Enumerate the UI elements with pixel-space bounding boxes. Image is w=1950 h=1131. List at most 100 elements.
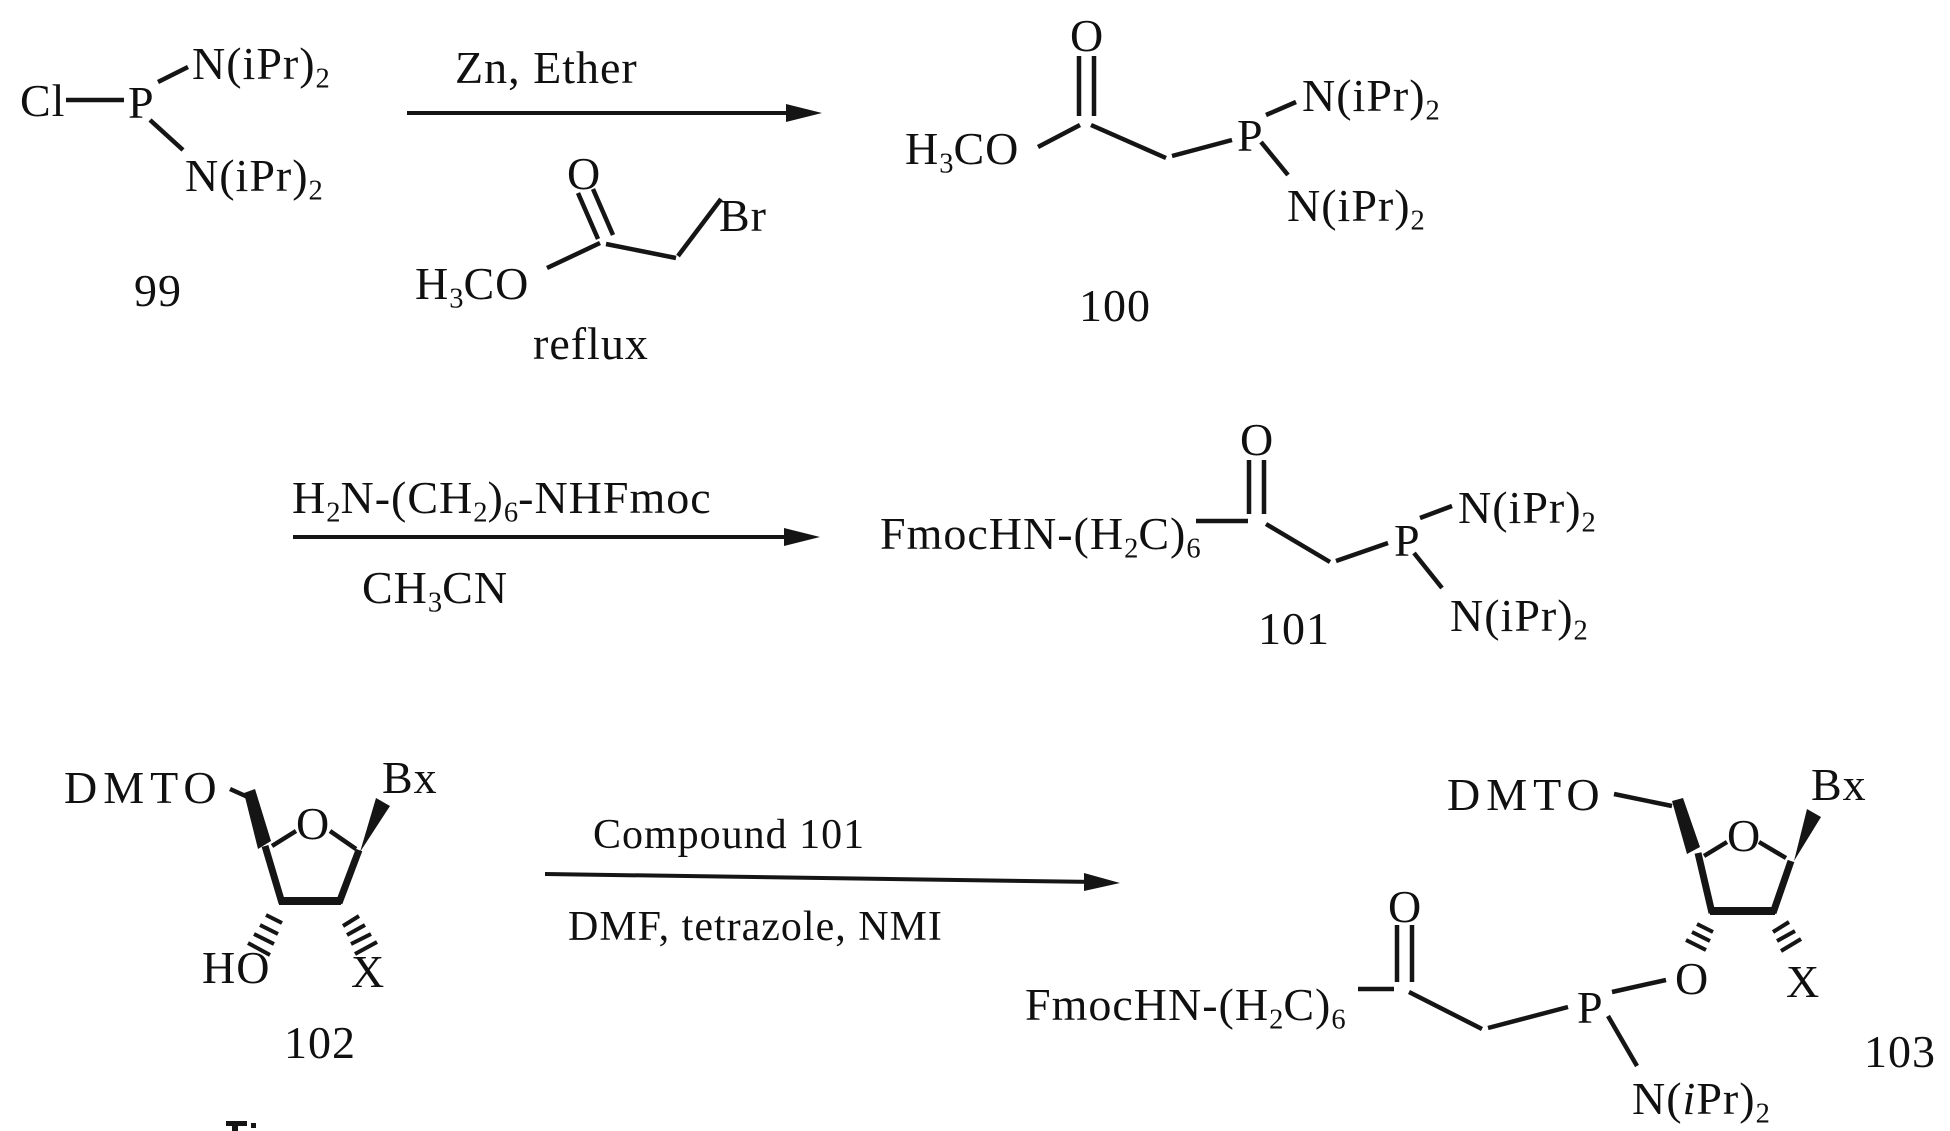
subscript-text: 6: [1331, 1004, 1346, 1036]
subscript-text: 2: [1581, 507, 1596, 539]
formula-text: H: [905, 123, 940, 174]
compound-number-103: 103: [1864, 1026, 1936, 1077]
atom-label-p-100: P: [1237, 110, 1264, 161]
solvent-below-arrow-step3: DMF, tetrazole, NMI: [568, 904, 943, 950]
step3-arrow: [544, 872, 1120, 891]
formula-text: N(iPr): [1302, 70, 1426, 121]
group-label-nipr2-lower-101: N(iPr)2: [1450, 593, 1588, 646]
formula-text: FmocHN-(H: [1025, 979, 1270, 1030]
chain-label-103: FmocHN-(H2C)6: [1025, 982, 1346, 1035]
atom-label-o-bromoacetate: O: [567, 148, 602, 199]
group-label-x-102: X: [351, 946, 386, 997]
reagent-above-arrow-step3: Compound 101: [593, 812, 866, 858]
group-label-nipr2-upper-101: N(iPr)2: [1458, 485, 1596, 538]
step2-arrowhead: [784, 528, 820, 546]
formula-text: FmocHN-(H: [880, 508, 1125, 559]
subscript-text: 6: [1186, 533, 1201, 565]
group-label-bx-102: Bx: [382, 752, 438, 803]
group-label-h3co-100: H3CO: [905, 126, 1019, 179]
subscript-text: 2: [1269, 1004, 1284, 1036]
atom-label-o-carbonyl-103: O: [1388, 881, 1423, 932]
group-label-x-103: X: [1786, 956, 1821, 1007]
atom-label-cl-99: Cl: [20, 75, 66, 126]
formula-text: N(iPr): [192, 38, 316, 89]
subscript-text: 2: [1410, 205, 1425, 237]
subscript-text: 2: [1425, 95, 1440, 127]
atom-label-ring-o-102: O: [296, 798, 331, 849]
step3-arrowhead: [1084, 873, 1120, 891]
atom-label-p-101: P: [1394, 515, 1421, 566]
formula-text: ): [487, 472, 504, 523]
subscript-text: 3: [939, 148, 954, 180]
group-label-nipr2-lower-100: N(iPr)2: [1287, 183, 1425, 236]
bromoacetate-bonds: [546, 188, 723, 271]
solvent-below-arrow-step2: CH3CN: [362, 565, 508, 618]
formula-text: CO: [953, 123, 1020, 174]
wedge-c1-bx-102: [360, 798, 390, 852]
formula-text: CO: [463, 258, 530, 309]
subscript-text: 6: [503, 497, 519, 529]
reagent-above-arrow-step2: H2N-(CH2)6-NHFmoc: [292, 475, 712, 528]
group-label-h3co-bromoacetate: H3CO: [415, 261, 529, 314]
formula-text: N(iPr): [1458, 482, 1582, 533]
atom-label-o-link-103: O: [1675, 953, 1710, 1004]
formula-text: N(iPr): [1287, 180, 1411, 231]
atom-label-p-99: P: [128, 77, 155, 128]
step2-arrow: [293, 528, 820, 546]
group-label-dmto-102: DMTO: [64, 762, 223, 813]
atom-label-br: Br: [719, 190, 767, 241]
group-label-dmto-103: DMTO: [1447, 769, 1606, 820]
compound-number-99: 99: [134, 265, 182, 316]
subscript-text: 3: [449, 283, 464, 315]
formula-text: N(: [1632, 1073, 1683, 1124]
group-label-bx-103: Bx: [1811, 759, 1867, 810]
atom-label-o-100: O: [1070, 10, 1105, 61]
formula-text: N-(CH: [340, 472, 474, 523]
formula-text: N(iPr): [1450, 590, 1574, 641]
group-label-ho-102: HO: [202, 942, 271, 993]
formula-text: Pr): [1696, 1073, 1756, 1124]
subscript-text: 2: [1124, 533, 1139, 565]
formula-text: i: [1682, 1073, 1697, 1124]
group-label-nipr2-103: N(iPr)2: [1632, 1076, 1770, 1129]
subscript-text: 2: [1755, 1098, 1770, 1130]
compound-number-101: 101: [1258, 603, 1330, 654]
group-label-nipr2-upper-100: N(iPr)2: [1302, 73, 1440, 126]
formula-text: -NHFmoc: [518, 472, 712, 523]
subscript-text: 2: [308, 175, 323, 207]
compound-100-bonds: [1036, 56, 1297, 177]
formula-text: CH: [362, 562, 428, 613]
reagent-above-arrow-step1: Zn, Ether: [455, 42, 638, 93]
compound-99-bonds: [66, 64, 190, 152]
subscript-text: 2: [1573, 615, 1588, 647]
formula-text: H: [292, 472, 327, 523]
formula-text: H: [415, 258, 450, 309]
step1-arrow: [407, 104, 822, 122]
wedge-c1-bx-103: [1794, 809, 1821, 861]
group-label-nipr2-lower-99: N(iPr)2: [185, 153, 323, 206]
cropped-caption-fragment: [226, 1121, 256, 1131]
chain-label-101: FmocHN-(H2C)6: [880, 511, 1201, 564]
formula-text: CN: [442, 562, 509, 613]
subscript-text: 2: [473, 497, 488, 529]
step1-arrowhead: [786, 104, 822, 122]
subscript-text: 3: [427, 587, 443, 619]
formula-text: C): [1138, 508, 1187, 559]
compound-101-bonds: [1196, 460, 1453, 590]
compound-number-100: 100: [1079, 280, 1151, 331]
atom-label-o-101: O: [1240, 414, 1275, 465]
atom-label-ring-o-103: O: [1727, 810, 1762, 861]
wedge-c5-c4-103: [1672, 798, 1700, 854]
condition-reflux: reflux: [533, 318, 649, 369]
atom-label-p-103: P: [1577, 982, 1604, 1033]
group-label-nipr2-upper-99: N(iPr)2: [192, 41, 330, 94]
compound-102-bonds: [229, 786, 390, 957]
formula-text: N(iPr): [185, 150, 309, 201]
compound-number-102: 102: [284, 1017, 356, 1068]
subscript-text: 2: [326, 497, 341, 529]
compound-103-bonds: [1358, 791, 1821, 1068]
subscript-text: 2: [315, 63, 330, 95]
wedge-c5-c4-102: [244, 789, 271, 849]
